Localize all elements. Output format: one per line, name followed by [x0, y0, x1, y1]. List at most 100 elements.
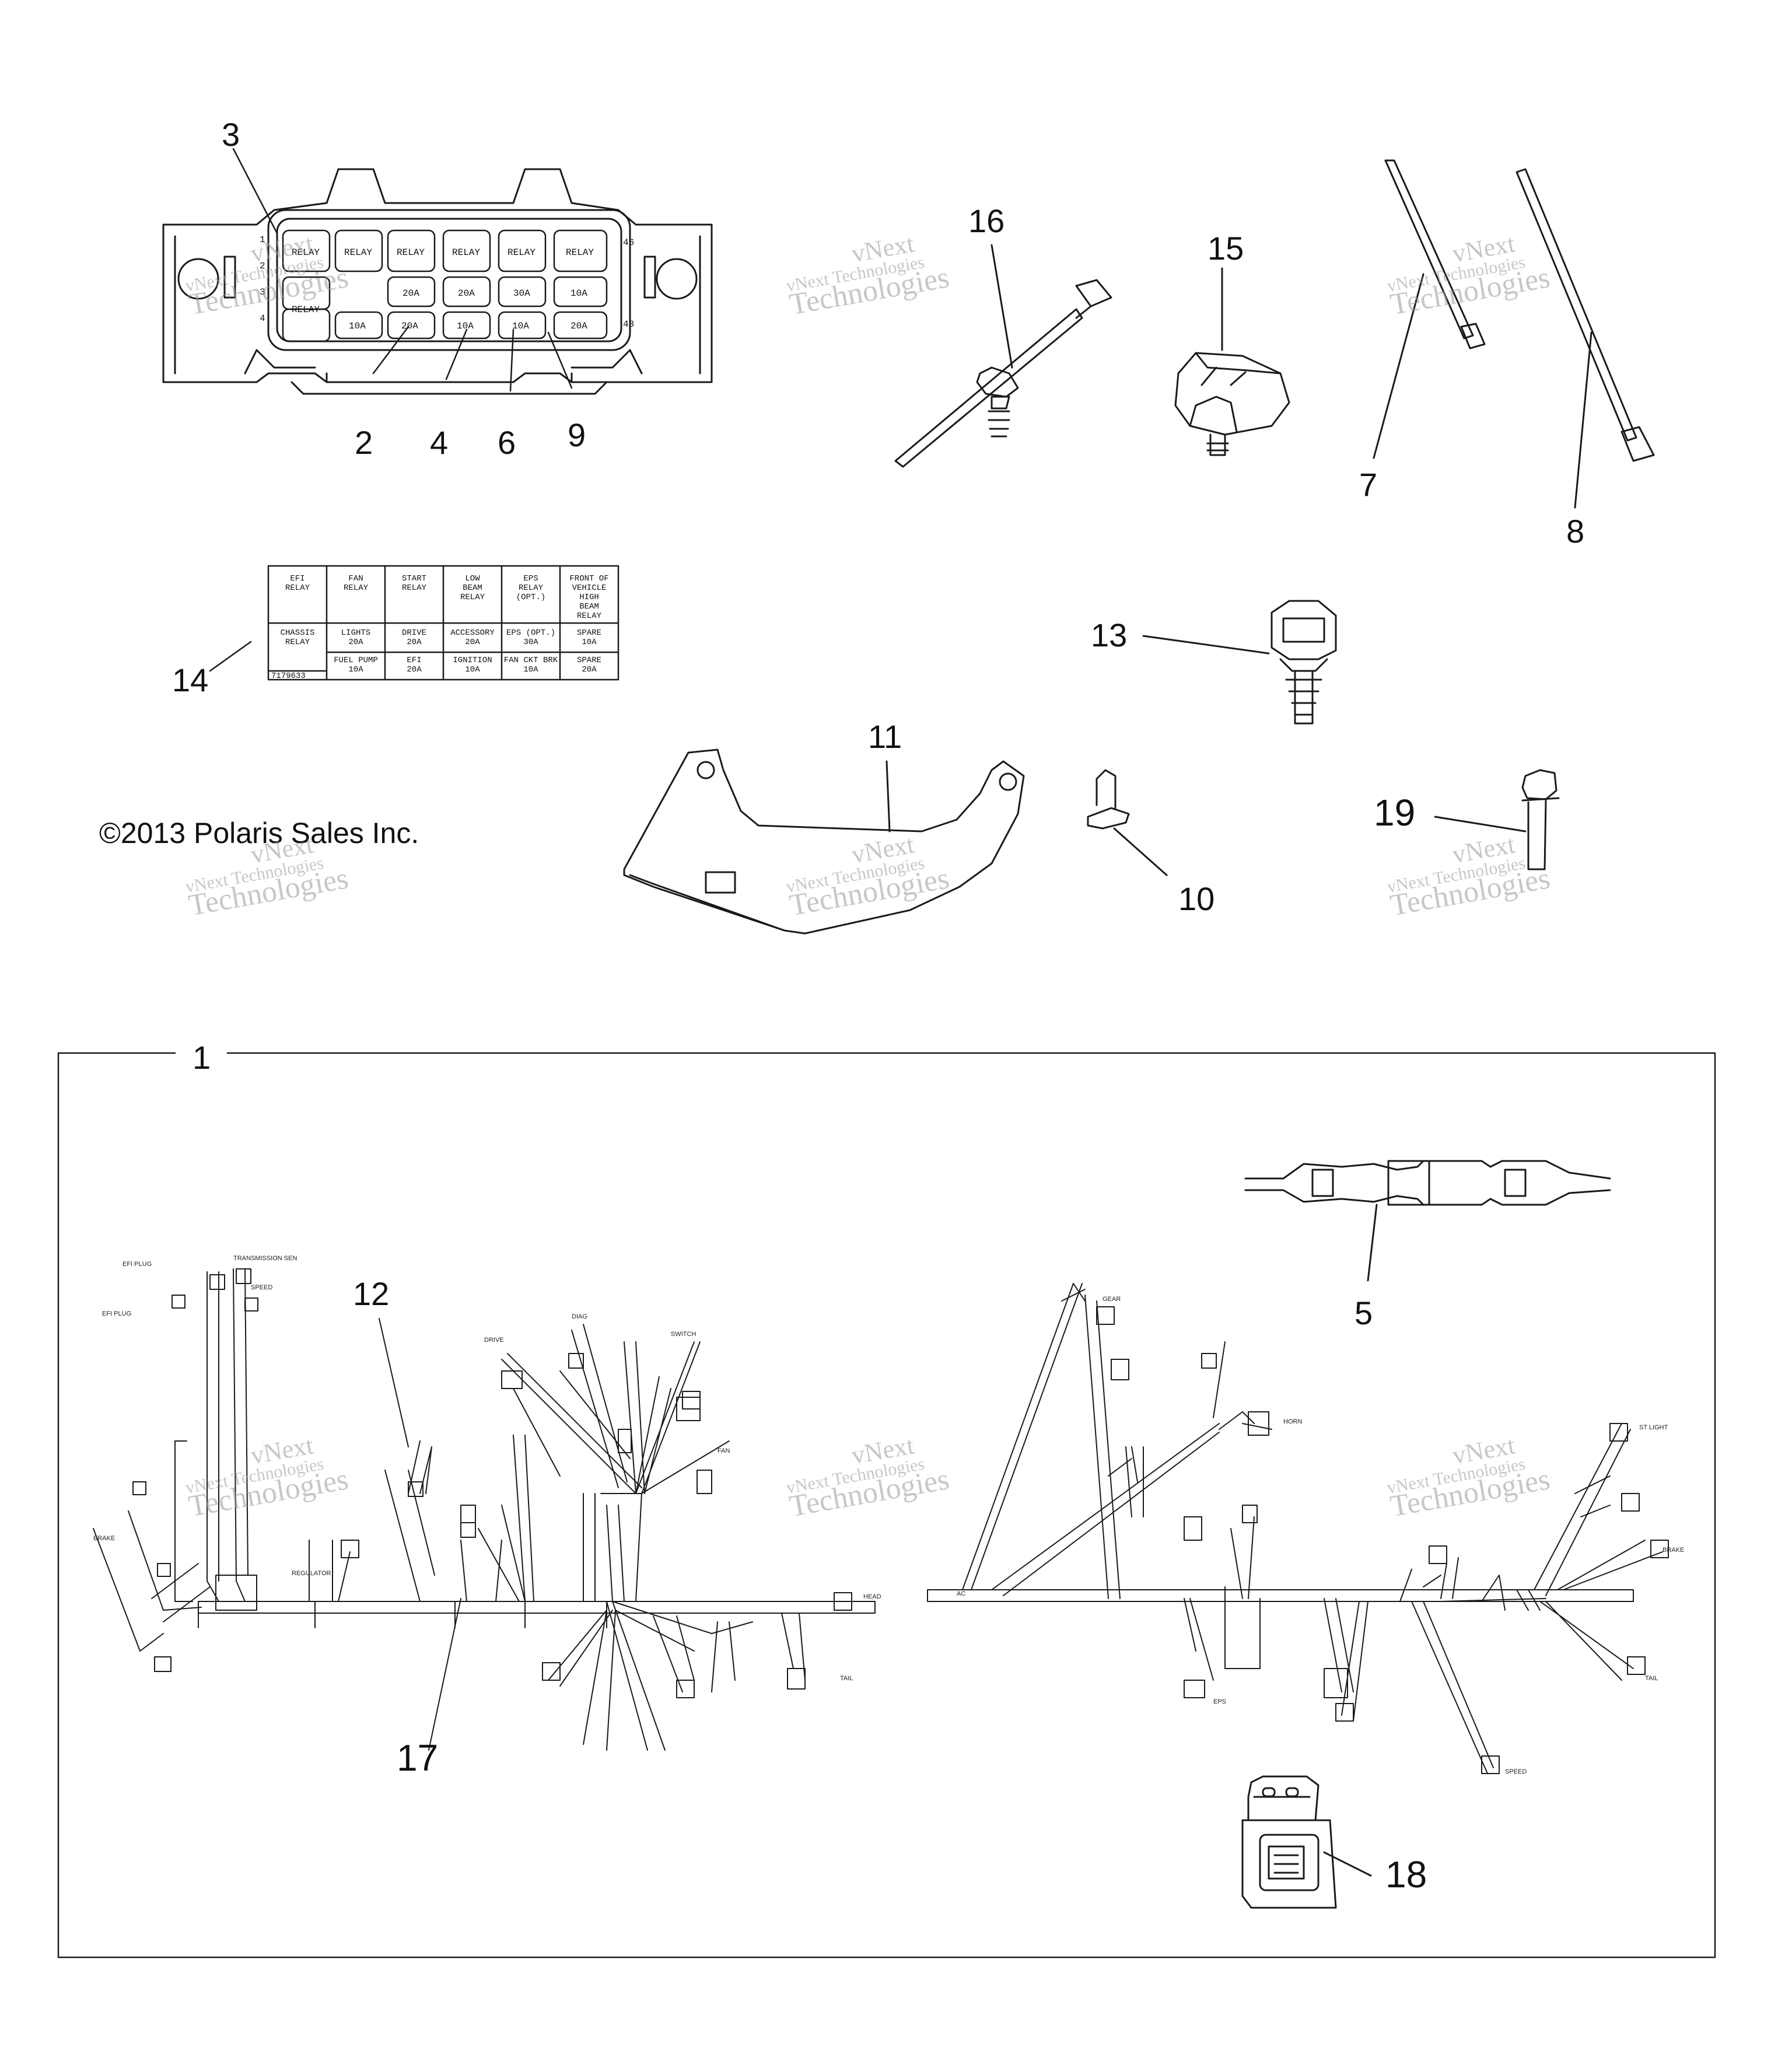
fuse-side-1: 1 [260, 235, 265, 245]
svg-text:GEAR: GEAR [1102, 1296, 1121, 1303]
callouts: 1 2 3 4 5 6 7 8 9 10 11 12 13 14 15 16 1… [172, 116, 1584, 1895]
fuse-mid-3: 20A [458, 288, 475, 299]
callout-7: 7 [1359, 466, 1377, 503]
svg-text:TAIL: TAIL [1645, 1675, 1658, 1682]
callout-11: 11 [868, 718, 902, 755]
cable-tie-8 [1516, 168, 1655, 509]
callout-15: 15 [1208, 230, 1244, 267]
left-harness [93, 1268, 876, 1751]
callout-10: 10 [1178, 880, 1214, 917]
fuse-top-5: RELAY [508, 247, 536, 258]
harness-frame [57, 1052, 1716, 1958]
callout-2: 2 [355, 424, 373, 461]
fuse-top-6: RELAY [566, 247, 594, 258]
fuse-low-6: 20A [570, 321, 587, 331]
callout-14: 14 [172, 662, 208, 698]
card-row1-4: EPS (OPT.)30A [506, 628, 555, 647]
callout-1: 1 [192, 1039, 211, 1076]
svg-text:BRAKE: BRAKE [1662, 1547, 1684, 1554]
callout-18: 18 [1385, 1853, 1427, 1895]
clip-13-part [1142, 600, 1337, 725]
fuse-top-1: RELAY [292, 247, 320, 258]
svg-text:EPS: EPS [1213, 1698, 1226, 1705]
callout-19: 19 [1374, 792, 1415, 834]
callout-5: 5 [1354, 1295, 1373, 1331]
svg-text:DRIVE: DRIVE [484, 1337, 504, 1344]
svg-text:FAN: FAN [718, 1447, 730, 1454]
svg-text:EFI PLUG: EFI PLUG [102, 1310, 131, 1317]
right-harness [927, 1283, 1669, 1774]
cable-tie-mount-part [894, 244, 1112, 468]
fuse-low-5: 10A [512, 321, 529, 331]
fuse-side-46: 46 [623, 237, 634, 248]
callout-9: 9 [568, 417, 586, 453]
callout-8: 8 [1566, 513, 1584, 550]
svg-text:TAIL: TAIL [840, 1675, 853, 1682]
svg-text:ST LIGHT: ST LIGHT [1639, 1424, 1668, 1431]
callout-3: 3 [222, 116, 240, 153]
svg-text:BRAKE: BRAKE [93, 1535, 115, 1542]
fuse-box-text: RELAY RELAY RELAY RELAY RELAY RELAY RELA… [260, 235, 634, 331]
fuse-leaders [232, 148, 573, 392]
clip-part [1174, 267, 1290, 456]
copyright-text: ©2013 Polaris Sales Inc. [99, 817, 419, 849]
fuse-side-4: 4 [260, 313, 265, 324]
svg-text:HEAD: HEAD [863, 1593, 881, 1600]
fuse-mid-1: RELAY [292, 305, 320, 315]
svg-text:EFI PLUG: EFI PLUG [123, 1261, 152, 1268]
fuse-box-part [162, 168, 713, 395]
fuse-mid-2: 20A [402, 288, 419, 299]
module-part [1241, 1775, 1372, 1909]
bracket-part [623, 749, 1025, 935]
fuse-side-48: 48 [623, 319, 634, 330]
fuse-top-4: RELAY [452, 247, 480, 258]
card-part-number: 7179633 [271, 671, 306, 681]
svg-text:SPEED: SPEED [1505, 1768, 1527, 1775]
label-card [209, 565, 620, 681]
callout-13: 13 [1091, 617, 1127, 653]
callout-12: 12 [353, 1275, 389, 1312]
svg-text:SPEED: SPEED [251, 1284, 272, 1291]
fuse-cells [282, 229, 608, 342]
callout-4: 4 [430, 424, 448, 461]
bolt-part [1434, 769, 1560, 870]
svg-text:SWITCH: SWITCH [671, 1331, 696, 1338]
fuse-mid-4: 30A [513, 288, 530, 299]
harness-tags: EFI PLUG TRANSMISSION SEN SPEED EFI PLUG… [93, 1255, 1684, 1775]
fuse-low-3: 20A [401, 321, 418, 331]
fuse-side-2: 2 [260, 261, 265, 271]
fuse-low-2: 10A [349, 321, 366, 331]
push-rivet-part [1087, 769, 1168, 876]
svg-text:TRANSMISSION SEN: TRANSMISSION SEN [233, 1255, 297, 1262]
cable-tie-7 [1373, 159, 1486, 459]
svg-text:REGULATOR: REGULATOR [292, 1570, 331, 1577]
fuse-mid-5: 10A [570, 288, 587, 299]
fuse-side-3: 3 [260, 287, 265, 298]
